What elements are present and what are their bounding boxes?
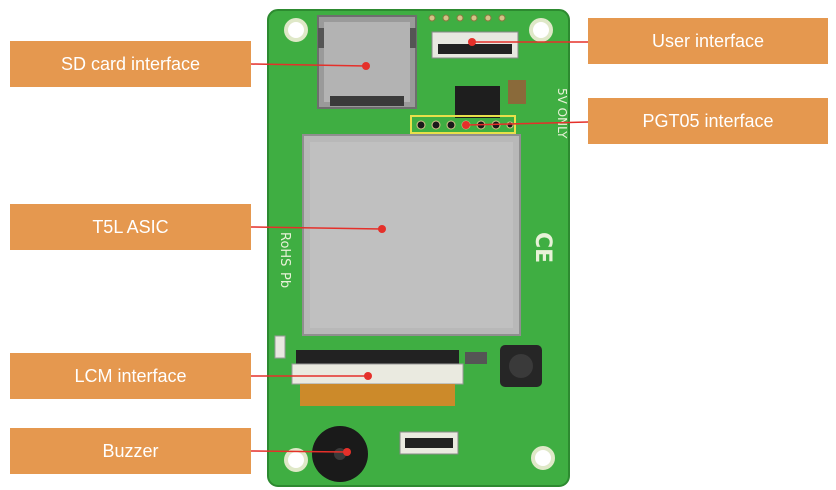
buzzer-component	[312, 426, 368, 482]
label-buzzer: Buzzer	[10, 428, 251, 474]
capacitor	[508, 80, 526, 104]
label-t5l-asic: T5L ASIC	[10, 204, 251, 250]
pb-mark: Pb	[277, 272, 292, 288]
label-pgt05: PGT05 interface	[588, 98, 828, 144]
voltage-mark: 5V ONLY	[555, 88, 569, 139]
lcm-connector	[291, 350, 464, 406]
regulator-chip	[455, 86, 500, 118]
bottom-connector	[399, 431, 459, 455]
label-sd-card: SD card interface	[10, 41, 251, 87]
ce-mark: CE	[530, 232, 555, 263]
user-connector	[428, 14, 519, 59]
mounting-holes	[284, 18, 555, 472]
rohs-mark: RoHS	[277, 232, 292, 266]
leader-lines	[250, 38, 589, 456]
sd-card-slot	[317, 15, 417, 109]
label-lcm: LCM interface	[10, 353, 251, 399]
label-user-interface: User interface	[588, 18, 828, 64]
